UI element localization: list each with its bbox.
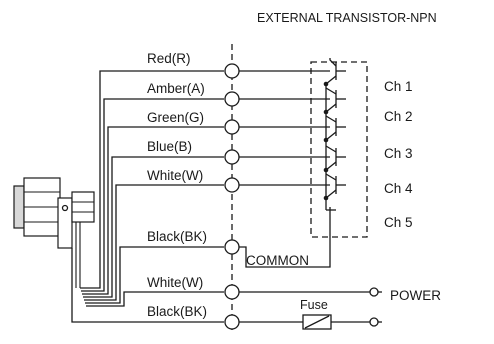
wire-label-blue: Blue(B) [147,139,192,154]
channel-label-2: Ch 2 [384,109,413,124]
wire-label-green: Green(G) [147,110,204,125]
channel-label-3: Ch 3 [384,146,413,161]
power-label: POWER [390,288,441,303]
wire-label-power-black: Black(BK) [147,304,207,319]
transistor-module-box [310,61,368,238]
wire-label-white: White(W) [147,168,203,183]
terminal-block [224,63,240,330]
power-circuit [239,287,382,327]
wire-label-red: Red(R) [147,51,191,66]
common-label: COMMON [246,253,309,268]
channel-label-5: Ch 5 [384,215,413,230]
wire-bundle [71,70,224,323]
npn-transistor-array [323,58,346,211]
signal-tower-icon [13,177,95,288]
diagram-title: EXTERNAL TRANSISTOR-NPN [257,11,437,25]
wire-label-amber: Amber(A) [147,81,205,96]
channel-label-4: Ch 4 [384,181,413,196]
fuse-icon [302,314,332,330]
channel-lines [239,70,331,268]
channel-label-1: Ch 1 [384,79,413,94]
wire-label-power-white: White(W) [147,275,203,290]
fuse-label: Fuse [300,298,328,312]
wire-label-black: Black(BK) [147,229,207,244]
